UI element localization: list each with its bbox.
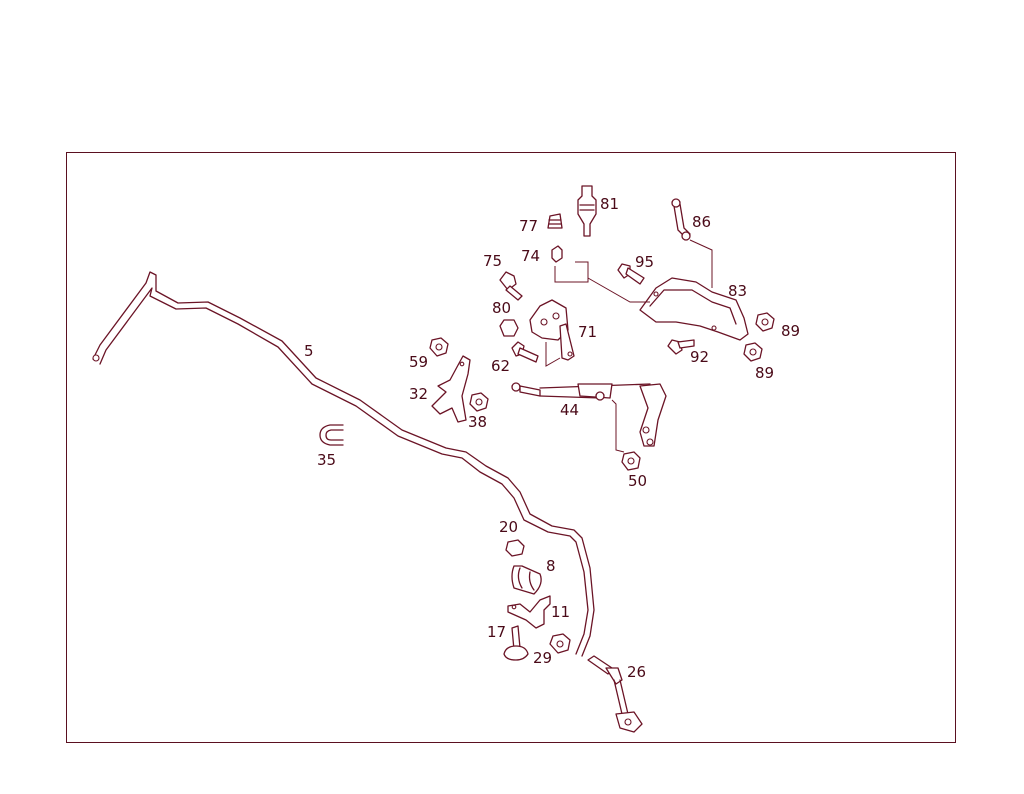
label-part-92: 92 [690, 348, 709, 366]
nut[interactable] [621, 451, 641, 471]
label-part-62: 62 [491, 357, 510, 375]
label-part-11: 11 [551, 603, 570, 621]
bolt[interactable] [511, 341, 539, 363]
label-part-71: 71 [578, 323, 597, 341]
clamp-bracket[interactable] [507, 595, 551, 629]
label-part-89-lower: 89 [755, 364, 774, 382]
hex-nut[interactable] [743, 342, 763, 362]
drop-link[interactable] [587, 655, 643, 733]
label-part-89-upper: 89 [781, 322, 800, 340]
diagram-frame [66, 152, 956, 743]
rubber-boot[interactable] [547, 213, 563, 229]
label-part-20: 20 [499, 518, 518, 536]
leveling-valve[interactable] [529, 299, 575, 361]
bolt[interactable] [499, 271, 523, 301]
label-part-17: 17 [487, 623, 506, 641]
label-part-95: 95 [635, 253, 654, 271]
mounting-bracket[interactable] [431, 355, 471, 423]
leader-lines [545, 239, 713, 453]
label-part-80: 80 [492, 299, 511, 317]
rubber-bushing[interactable] [511, 565, 542, 595]
bolt[interactable] [667, 339, 695, 355]
label-part-81: 81 [600, 195, 619, 213]
flange-bolt[interactable] [503, 625, 529, 661]
hex-nut[interactable] [429, 337, 449, 357]
label-part-32: 32 [409, 385, 428, 403]
label-part-8: 8 [546, 557, 556, 575]
stabilizer-bar[interactable] [92, 271, 595, 657]
hex-nut[interactable] [469, 392, 489, 412]
label-part-86: 86 [692, 213, 711, 231]
connecting-link[interactable] [671, 198, 691, 241]
bolt[interactable] [617, 263, 645, 285]
linkage-rod[interactable] [511, 382, 667, 447]
label-part-38: 38 [468, 413, 487, 431]
label-part-44: 44 [560, 401, 579, 419]
part-labels: 5 8 11 17 20 26 29 32 35 38 44 50 59 62 … [304, 195, 800, 681]
label-part-50: 50 [628, 472, 647, 490]
label-part-83: 83 [728, 282, 747, 300]
level-sensor[interactable] [577, 185, 597, 237]
fitting[interactable] [551, 245, 563, 263]
nut[interactable] [499, 319, 519, 337]
label-part-29: 29 [533, 649, 552, 667]
hex-nut[interactable] [549, 633, 571, 654]
label-part-74: 74 [521, 247, 540, 265]
label-part-77: 77 [519, 217, 538, 235]
mounting-plate[interactable] [639, 277, 749, 341]
u-clamp[interactable] [319, 424, 344, 446]
label-part-59: 59 [409, 353, 428, 371]
label-part-75: 75 [483, 252, 502, 270]
nut[interactable] [505, 539, 525, 557]
label-part-5: 5 [304, 342, 314, 360]
label-part-35: 35 [317, 451, 336, 469]
label-part-26: 26 [627, 663, 646, 681]
hex-nut[interactable] [755, 312, 775, 332]
